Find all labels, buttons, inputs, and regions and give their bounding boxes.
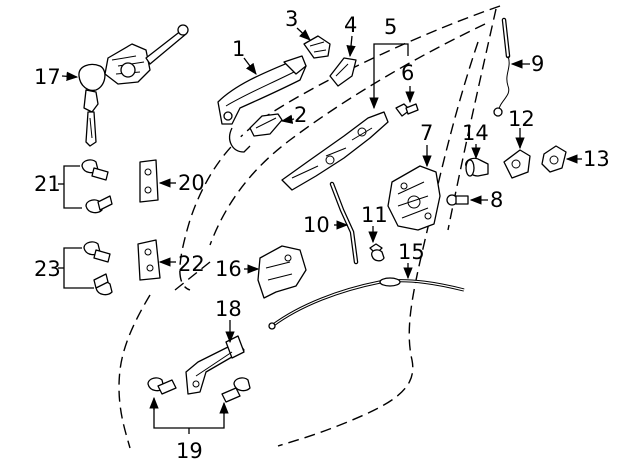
callout-6: 6: [401, 61, 414, 85]
callout-10: 10: [303, 213, 330, 237]
callout-4-leader: [346, 35, 356, 58]
latch-cover: [257, 245, 307, 299]
callout-19: 19: [176, 439, 203, 463]
callout-4: 4: [344, 13, 357, 37]
handle-cover: [249, 113, 283, 137]
remote-control-cable: [268, 277, 465, 330]
callout-2-leader: [280, 114, 295, 124]
callout-9: 9: [531, 52, 544, 76]
callout-11: 11: [361, 203, 388, 227]
callout-13: 13: [583, 147, 610, 171]
callout-7: 7: [420, 121, 433, 145]
callout-12: 12: [508, 107, 535, 131]
latch-screw: [446, 194, 469, 206]
callout-21: 21: [34, 172, 61, 196]
callout-16: 16: [215, 257, 242, 281]
callout-17: 17: [34, 65, 61, 89]
hinge-bolts-upper: [81, 159, 113, 214]
inside-lock-rod: [329, 181, 359, 265]
callout-23: 23: [34, 257, 61, 281]
outside-handle-icon: [217, 55, 307, 153]
callout-14: 14: [462, 121, 489, 145]
callout-3-leader: [296, 27, 311, 41]
callout-18: 18: [215, 297, 242, 321]
handle-bracket: [281, 111, 389, 191]
door-striker: [503, 149, 531, 179]
door-outline: [118, 5, 501, 449]
lock-rod: [493, 17, 511, 117]
bolt-6: [395, 103, 419, 117]
hinge-bolts-lower: [83, 241, 113, 296]
callout-5: 5: [384, 15, 397, 39]
lock-cylinder-icon: [78, 24, 189, 147]
striker-plate: [541, 145, 567, 173]
door-latch-icon: [387, 165, 441, 231]
callout-3: 3: [285, 7, 298, 31]
check-bolts: [147, 377, 251, 403]
handle-cap: [329, 57, 357, 87]
door-hinge-upper: [139, 159, 159, 203]
callout-5-bracket: [373, 43, 409, 56]
callout-17-leader: [61, 71, 79, 81]
callout-21-bracket: [63, 165, 82, 209]
callout-15: 15: [398, 240, 425, 264]
callout-19-bracket: [153, 400, 225, 429]
callout-22: 22: [178, 252, 205, 276]
striker-bolt: [465, 157, 489, 177]
callout-1: 1: [232, 37, 245, 61]
rod-clip: [369, 243, 385, 262]
callout-2: 2: [294, 103, 307, 127]
callout-20: 20: [178, 171, 205, 195]
handle-bezel: [303, 35, 331, 59]
callout-8: 8: [490, 188, 503, 212]
door-hinge-lower: [137, 239, 161, 281]
callout-1-leader: [243, 57, 257, 75]
